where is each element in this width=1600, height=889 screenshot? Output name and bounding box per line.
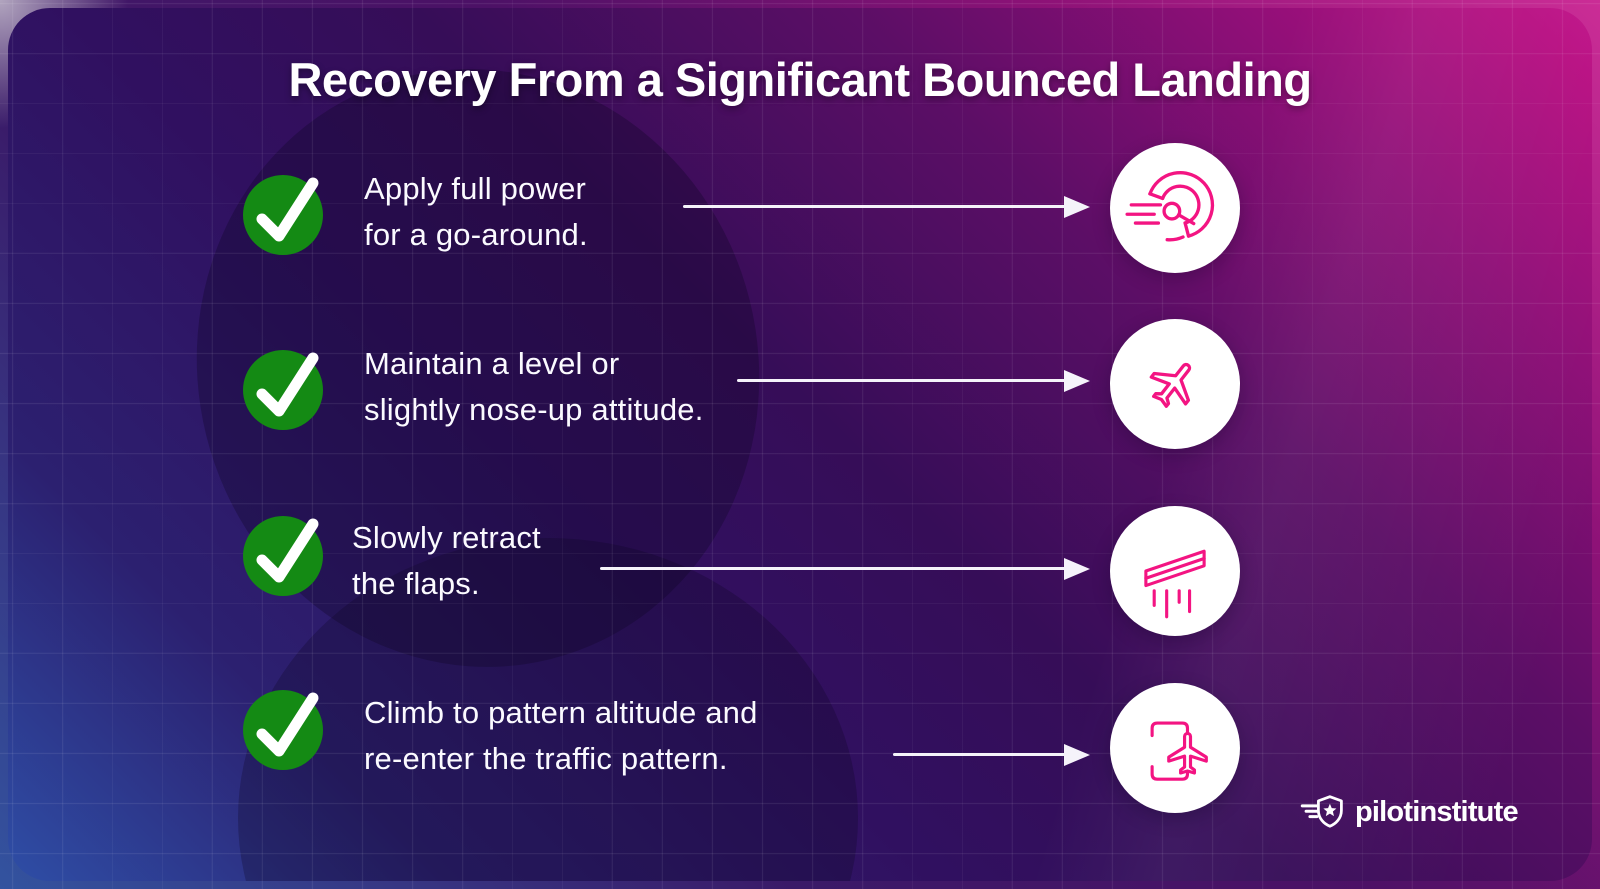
arrowhead-icon (1064, 558, 1090, 580)
arrowhead-icon (1064, 744, 1090, 766)
arrow-right (893, 744, 1090, 766)
page-title: Recovery From a Significant Bounced Land… (288, 53, 1312, 106)
airplane-climb-icon (1110, 319, 1240, 449)
step-line: slightly nose-up attitude. (364, 392, 704, 427)
winged-shield-icon (1300, 795, 1343, 828)
step-line: Apply full power (364, 171, 587, 206)
step-line: re-enter the traffic pattern. (364, 741, 728, 776)
step-line: Maintain a level or (364, 346, 620, 381)
arrowhead-icon (1064, 370, 1090, 392)
step-text: Slowly retract the flaps. (352, 515, 541, 607)
pilot-institute-logo: pilotinstitute (1300, 792, 1519, 832)
checkmark-icon (243, 175, 323, 255)
flaps-icon (1110, 506, 1240, 636)
checkmark-icon (243, 350, 323, 430)
step-line: Climb to pattern altitude and (364, 695, 758, 730)
airspeed-indicator-icon (1110, 143, 1240, 273)
step-line: for a go-around. (364, 217, 588, 252)
arrow-right (600, 558, 1090, 580)
step-text: Maintain a level or slightly nose-up att… (364, 341, 704, 433)
checkmark-icon (243, 690, 323, 770)
step-line: the flaps. (352, 566, 480, 601)
step-line: Slowly retract (352, 520, 541, 555)
step-text: Climb to pattern altitude and re-enter t… (364, 690, 758, 782)
step-text: Apply full power for a go-around. (364, 166, 588, 258)
arrow-right (737, 370, 1090, 392)
traffic-pattern-icon (1110, 683, 1240, 813)
logo-wordmark: pilotinstitute (1355, 795, 1519, 828)
arrow-right (683, 196, 1090, 218)
checkmark-icon (243, 516, 323, 596)
arrowhead-icon (1064, 196, 1090, 218)
